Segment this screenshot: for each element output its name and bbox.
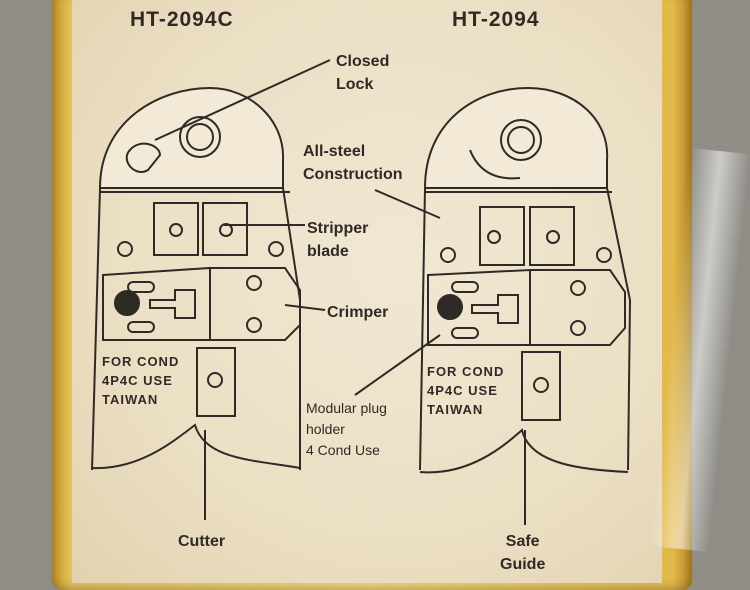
right-tool-marking: FOR COND 4P4C USE TAIWAN [427,364,505,417]
callout-stripper-blade: Stripper blade [307,220,369,260]
callout-closed-lock: Closed Lock [336,53,390,93]
left-tool-drawing [91,59,331,520]
callout-all-steel-construction: All-steel Construction [303,143,403,183]
right-tool-drawing [354,86,632,525]
right-model-title: HT-2094 [452,8,540,31]
callout-cutter: Cutter [178,533,226,550]
callout-safe-guide: Safe Guide [500,533,546,573]
left-tool-marking: FOR COND 4P4C USE TAIWAN [102,354,180,407]
callout-modular-plug-holder: Modular plug holder 4 Cond Use [306,400,387,458]
callout-crimper: Crimper [327,304,389,321]
left-model-title: HT-2094C [130,8,234,31]
